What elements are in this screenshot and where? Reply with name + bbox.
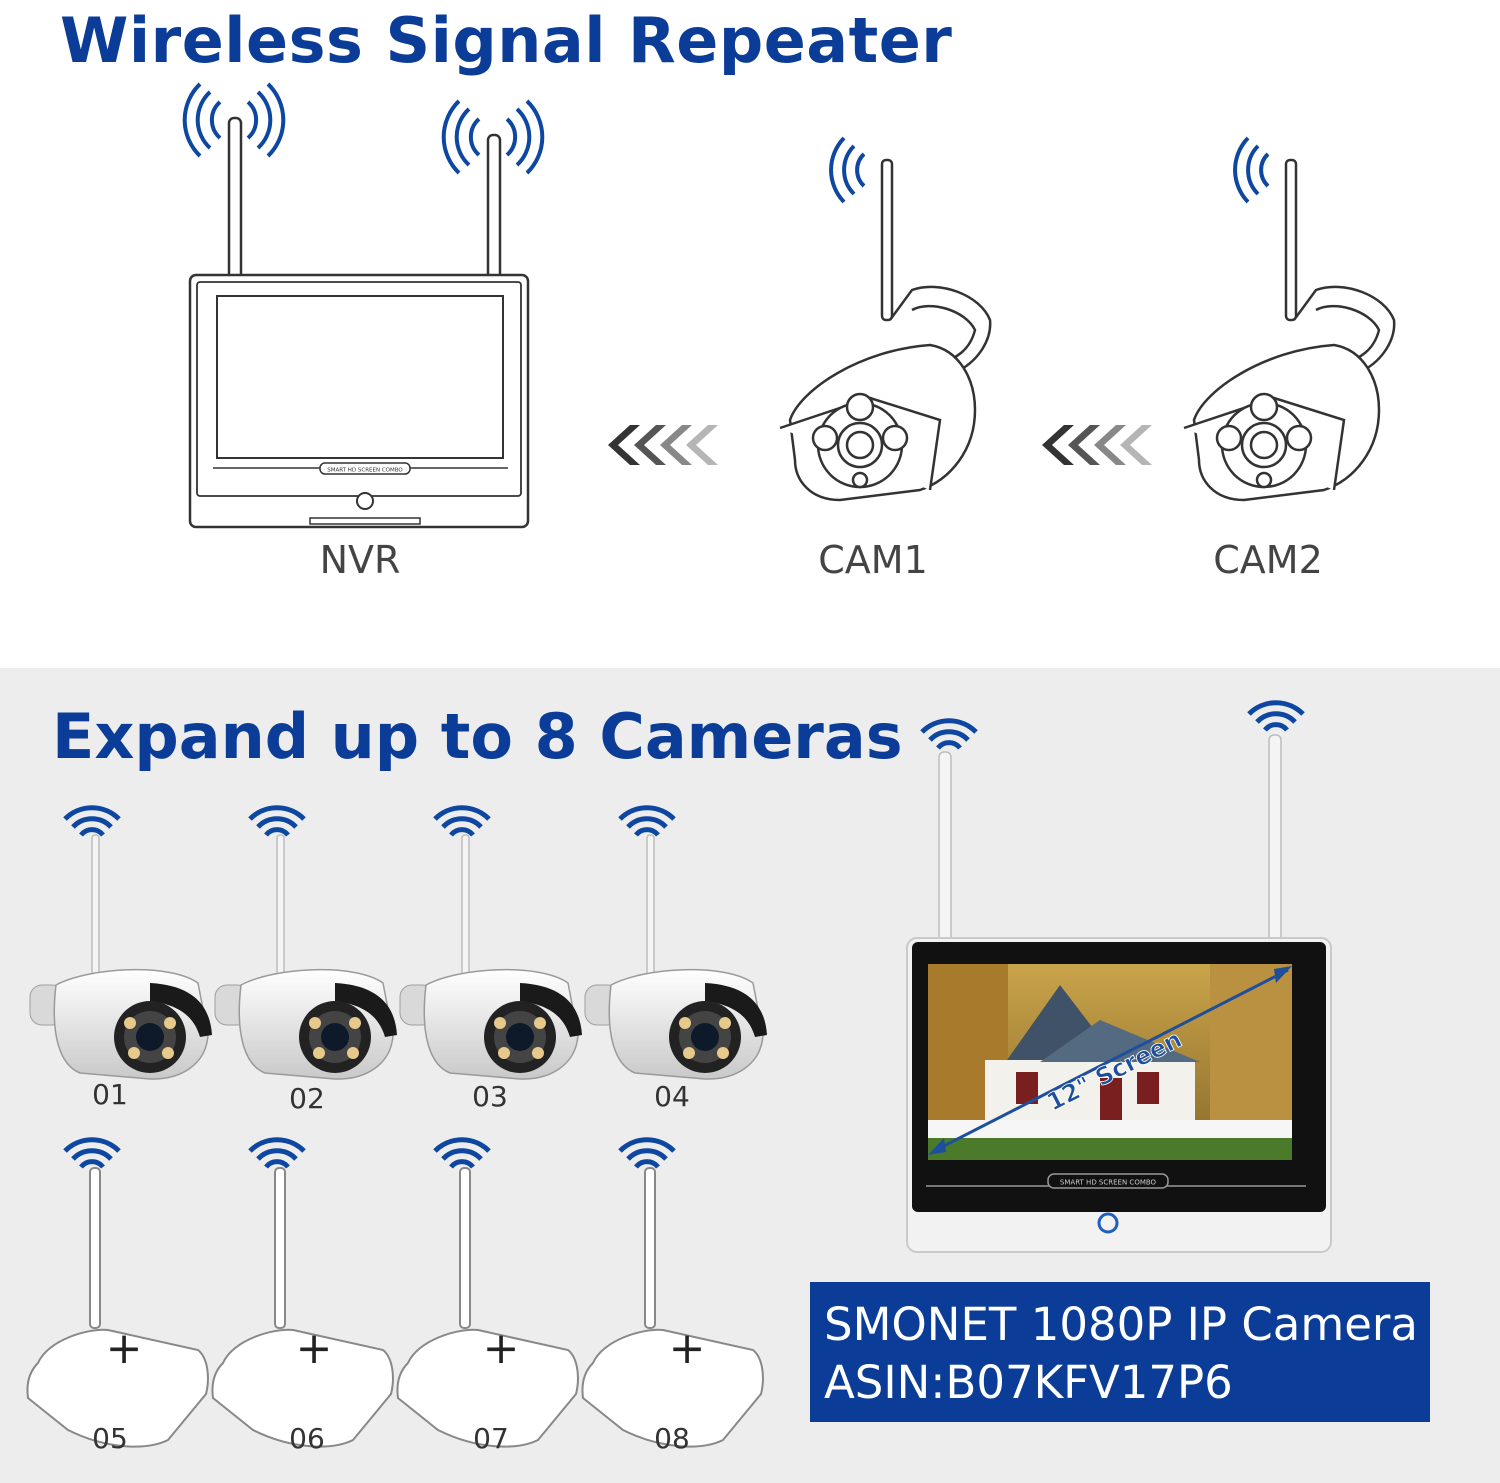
add-camera-06: + <box>296 1323 333 1374</box>
camera-slots <box>26 1140 764 1448</box>
page-title-repeater: Wireless Signal Repeater <box>60 4 953 77</box>
product-info-box: SMONET 1080P IP Camera ASIN:B07KFV17P6 <box>810 1282 1430 1422</box>
camera-label-01: 01 <box>92 1078 128 1111</box>
signal-arrows-1 <box>608 425 718 465</box>
page-title-expand: Expand up to 8 Cameras <box>52 700 903 773</box>
product-name: SMONET 1080P IP Camera <box>824 1298 1418 1351</box>
label-cam2: CAM2 <box>1213 538 1323 582</box>
camera-label-02: 02 <box>289 1082 325 1115</box>
product-asin: ASIN:B07KFV17P6 <box>824 1356 1233 1409</box>
add-camera-07: + <box>483 1323 520 1374</box>
nvr-brand-label: SMART HD SCREEN COMBO <box>327 468 403 474</box>
monitor-brand-label: SMART HD SCREEN COMBO <box>1060 1179 1157 1187</box>
label-nvr: NVR <box>319 538 401 582</box>
camera-label-05: 05 <box>92 1422 128 1455</box>
signal-arrows-2 <box>1042 425 1152 465</box>
camera-label-06: 06 <box>289 1422 325 1455</box>
cam2-illustration <box>1182 136 1396 502</box>
cam1-illustration <box>778 136 992 502</box>
add-camera-05: + <box>106 1323 143 1374</box>
camera-label-08: 08 <box>654 1422 690 1455</box>
label-cam1: CAM1 <box>818 538 928 582</box>
monitor-illustration: 12" Screen SMART HD SCREEN COMBO <box>906 703 1332 1253</box>
add-camera-08: + <box>669 1323 706 1374</box>
camera-label-04: 04 <box>654 1080 690 1113</box>
nvr-illustration: SMART HD SCREEN COMBO <box>182 82 545 529</box>
camera-label-03: 03 <box>472 1080 508 1113</box>
camera-label-07: 07 <box>473 1422 509 1455</box>
installed-cameras <box>29 808 768 1080</box>
